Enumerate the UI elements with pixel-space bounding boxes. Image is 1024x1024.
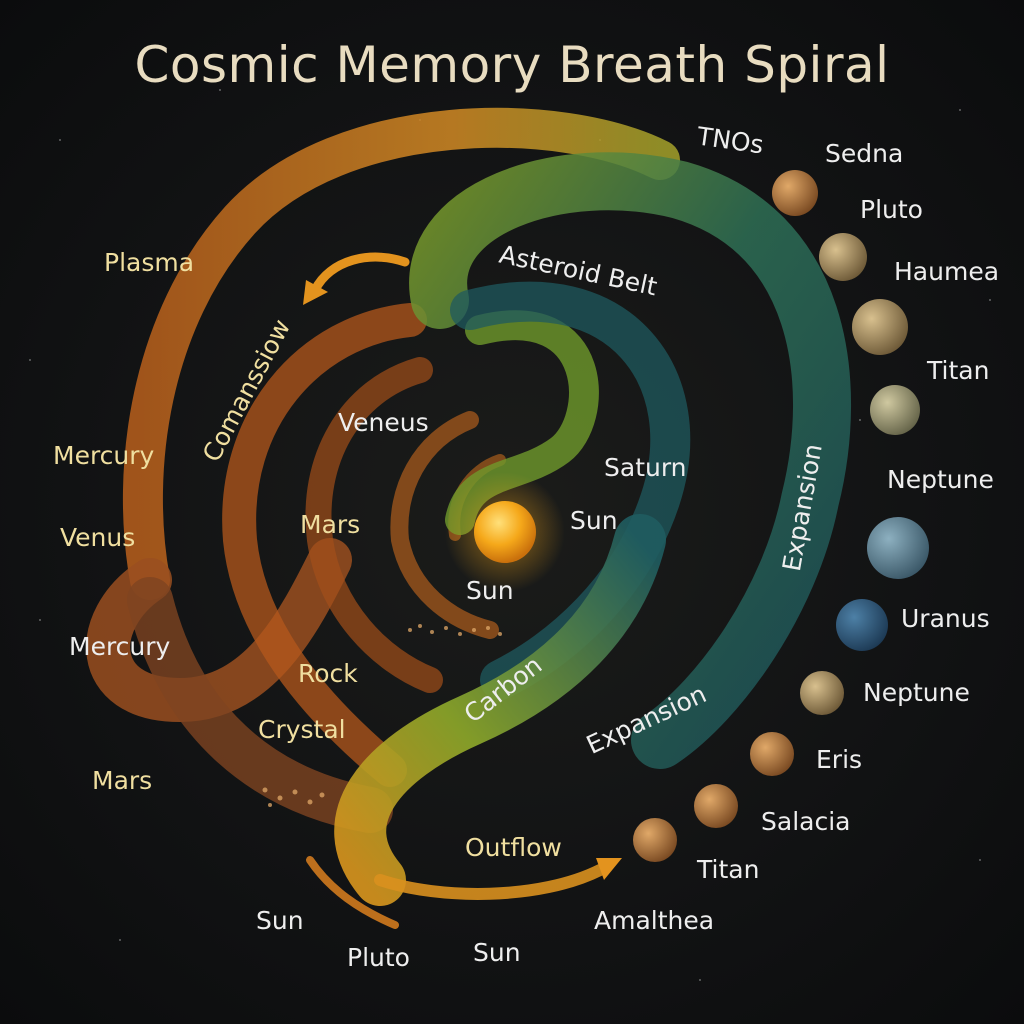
outflow-arrowhead	[596, 858, 622, 880]
inner-orange-arc-3	[390, 411, 499, 639]
bottom-left-flick	[306, 856, 399, 929]
comanssiow-arrow	[310, 252, 410, 295]
sun-icon	[474, 501, 536, 563]
outflow-band	[374, 864, 606, 900]
label-crystal: Crystal	[258, 715, 346, 744]
planet-column	[633, 170, 929, 862]
label-venus: Venus	[60, 523, 136, 552]
eris-planet-icon	[750, 732, 794, 776]
carbon-band	[334, 514, 666, 906]
label-outflow: Outflow	[465, 833, 562, 862]
titan-planet-icon	[870, 385, 920, 435]
label-mars: Mars	[300, 510, 361, 539]
body-label: Neptune	[863, 678, 970, 707]
body-label: Amalthea	[594, 906, 715, 935]
label-sun-bottom: Sun	[473, 938, 521, 967]
label-sun-center: Sun	[466, 576, 514, 605]
body-label: Salacia	[761, 807, 851, 836]
uranus-planet-icon	[836, 599, 888, 651]
label-sun-right: Sun	[570, 506, 618, 535]
pluto-planet-icon	[819, 233, 867, 281]
label-veneus: Veneus	[338, 408, 429, 437]
page-title: Cosmic Memory Breath Spiral	[134, 36, 890, 94]
neptune-planet-icon	[800, 671, 844, 715]
body-label: Pluto	[860, 195, 923, 224]
label-mars-lower: Mars	[92, 766, 153, 795]
label-rock: Rock	[298, 659, 358, 688]
inner-orange-arc-2	[305, 357, 443, 693]
titan-planet-icon	[633, 818, 677, 862]
label-pluto-bottom: Pluto	[347, 943, 410, 972]
body-label: Titan	[697, 855, 760, 884]
sedna-planet-icon	[772, 170, 818, 216]
inner-orange-arc-1	[222, 303, 427, 787]
body-label: Haumea	[894, 257, 1000, 286]
haumea-planet-icon	[852, 299, 908, 355]
label-saturn: Saturn	[604, 453, 687, 482]
green-teal-band	[409, 152, 851, 769]
asteroid-dots	[262, 624, 502, 807]
label-mercury-lower: Mercury	[69, 632, 171, 661]
comanssiow-arrowhead	[303, 280, 328, 305]
body-label: Uranus	[901, 604, 990, 633]
salacia-planet-icon	[694, 784, 738, 828]
body-label: Neptune	[887, 465, 994, 494]
body-label: Sedna	[825, 139, 904, 168]
label-sun-bottom-left: Sun	[256, 906, 304, 935]
lower-brown-band	[127, 577, 393, 833]
label-mercury: Mercury	[53, 441, 155, 470]
label-plasma: Plasma	[104, 248, 195, 277]
neptune-planet-icon	[867, 517, 929, 579]
body-label: Titan	[927, 356, 990, 385]
body-label: Eris	[816, 745, 863, 774]
outer-orange-band	[122, 107, 680, 600]
